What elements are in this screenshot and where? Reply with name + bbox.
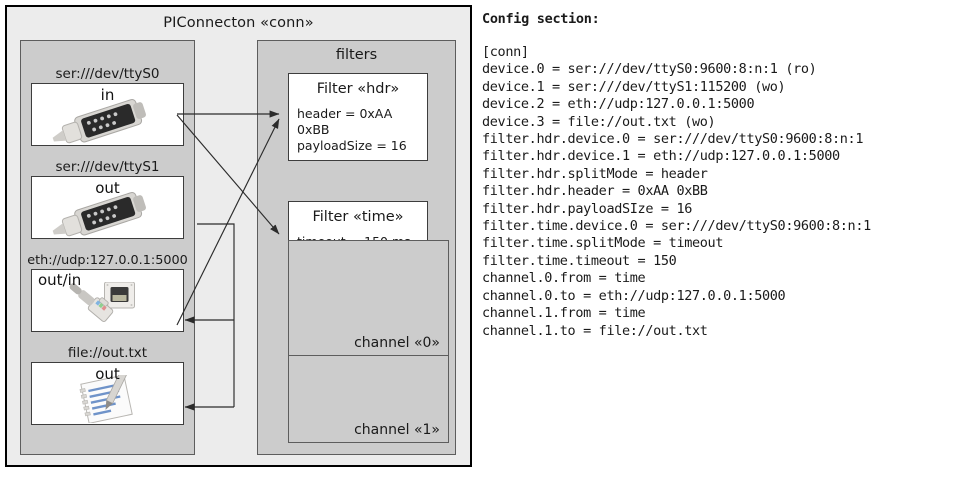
device-io-label: out xyxy=(95,179,120,197)
device-box[interactable]: out xyxy=(31,362,184,425)
channel-label: channel «1» xyxy=(354,422,440,438)
device-box[interactable]: out/in xyxy=(31,269,184,332)
device-label: ser:///dev/ttyS0 xyxy=(55,66,160,82)
device-io-label: out/in xyxy=(38,271,82,289)
device-file[interactable]: file://out.txt out xyxy=(31,345,184,425)
filter-title: Filter «hdr» xyxy=(316,81,400,97)
device-box[interactable]: out xyxy=(31,176,184,239)
component-box: PIConnecton «conn» ser:///dev/ttyS0 in xyxy=(5,5,472,467)
device-label: ser:///dev/ttyS1 xyxy=(55,159,160,175)
config-section: Config section: [conn] device.0 = ser://… xyxy=(482,6,958,340)
device-box[interactable]: in xyxy=(31,83,184,146)
devices-panel: ser:///dev/ttyS0 in xyxy=(20,40,195,455)
device-eth[interactable]: eth://udp:127.0.0.1:5000 out/in xyxy=(27,252,188,332)
filters-panel: filters Filter «hdr» header = 0xAA 0xBB … xyxy=(257,40,456,455)
filter-properties: header = 0xAA 0xBB payloadSize = 16 xyxy=(297,106,427,154)
filter-hdr[interactable]: Filter «hdr» header = 0xAA 0xBB payloadS… xyxy=(288,73,428,161)
config-section-heading: Config section: xyxy=(482,11,600,27)
device-ttys0[interactable]: ser:///dev/ttyS0 in xyxy=(31,66,184,146)
filter-property: payloadSize = 16 xyxy=(297,138,407,153)
serial-db9-connector-icon xyxy=(32,96,183,144)
channel-label: channel «0» xyxy=(354,335,440,351)
device-label: file://out.txt xyxy=(67,345,148,361)
device-label: eth://udp:127.0.0.1:5000 xyxy=(27,253,188,268)
filters-panel-title: filters xyxy=(335,47,378,63)
device-ttys1[interactable]: ser:///dev/ttyS1 out xyxy=(31,159,184,239)
channel-1-panel: channel «1» xyxy=(288,355,449,443)
text-file-notepad-icon xyxy=(32,375,183,423)
filter-title: Filter «time» xyxy=(312,209,404,225)
ethernet-rj45-plug-icon xyxy=(32,282,183,330)
component-title: PIConnecton «conn» xyxy=(163,15,314,31)
channel-0-trunk xyxy=(197,223,235,320)
config-section-text: [conn] device.0 = ser:///dev/ttyS0:9600:… xyxy=(482,44,871,339)
device-io-label: out xyxy=(95,365,120,383)
serial-db9-connector-icon xyxy=(32,189,183,237)
channel-0-panel: channel «0» xyxy=(288,240,449,356)
device-io-label: in xyxy=(100,86,115,104)
filter-property: header = 0xAA 0xBB xyxy=(297,106,393,137)
